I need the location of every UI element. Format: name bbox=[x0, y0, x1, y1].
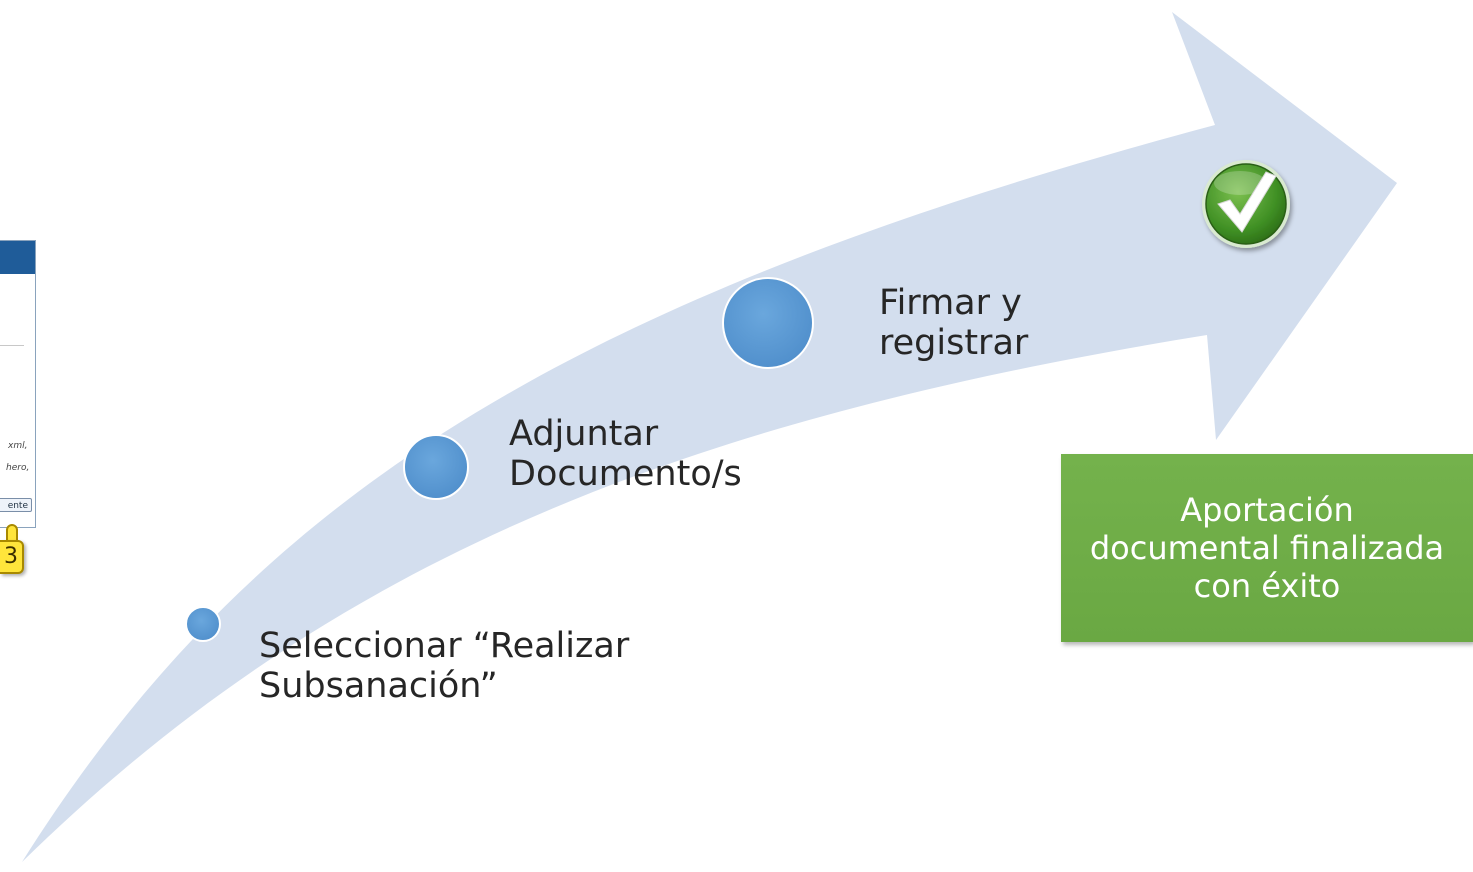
step-label-3: Firmar y registrar bbox=[879, 283, 1029, 363]
process-arrow bbox=[22, 12, 1397, 862]
fragment-divider bbox=[0, 345, 24, 346]
step-dot-1 bbox=[185, 606, 221, 642]
step-dot-2 bbox=[403, 434, 469, 500]
checkmark-icon bbox=[1202, 160, 1290, 248]
step-label-1: Seleccionar “Realizar Subsanación” bbox=[259, 626, 630, 706]
final-result-box: Aportación documental finalizada con éxi… bbox=[1061, 454, 1473, 642]
fragment-text-2: hero, bbox=[6, 463, 30, 473]
fragment-next-button[interactable]: ente bbox=[0, 498, 32, 512]
step-dot-3 bbox=[722, 277, 814, 369]
fragment-text-1: xml, bbox=[8, 441, 28, 451]
step-number-badge: 3 bbox=[0, 540, 24, 574]
fragment-header-bar bbox=[0, 241, 35, 274]
screenshot-fragment: xml, hero, ente bbox=[0, 240, 36, 528]
step-label-2: Adjuntar Documento/s bbox=[509, 414, 742, 494]
